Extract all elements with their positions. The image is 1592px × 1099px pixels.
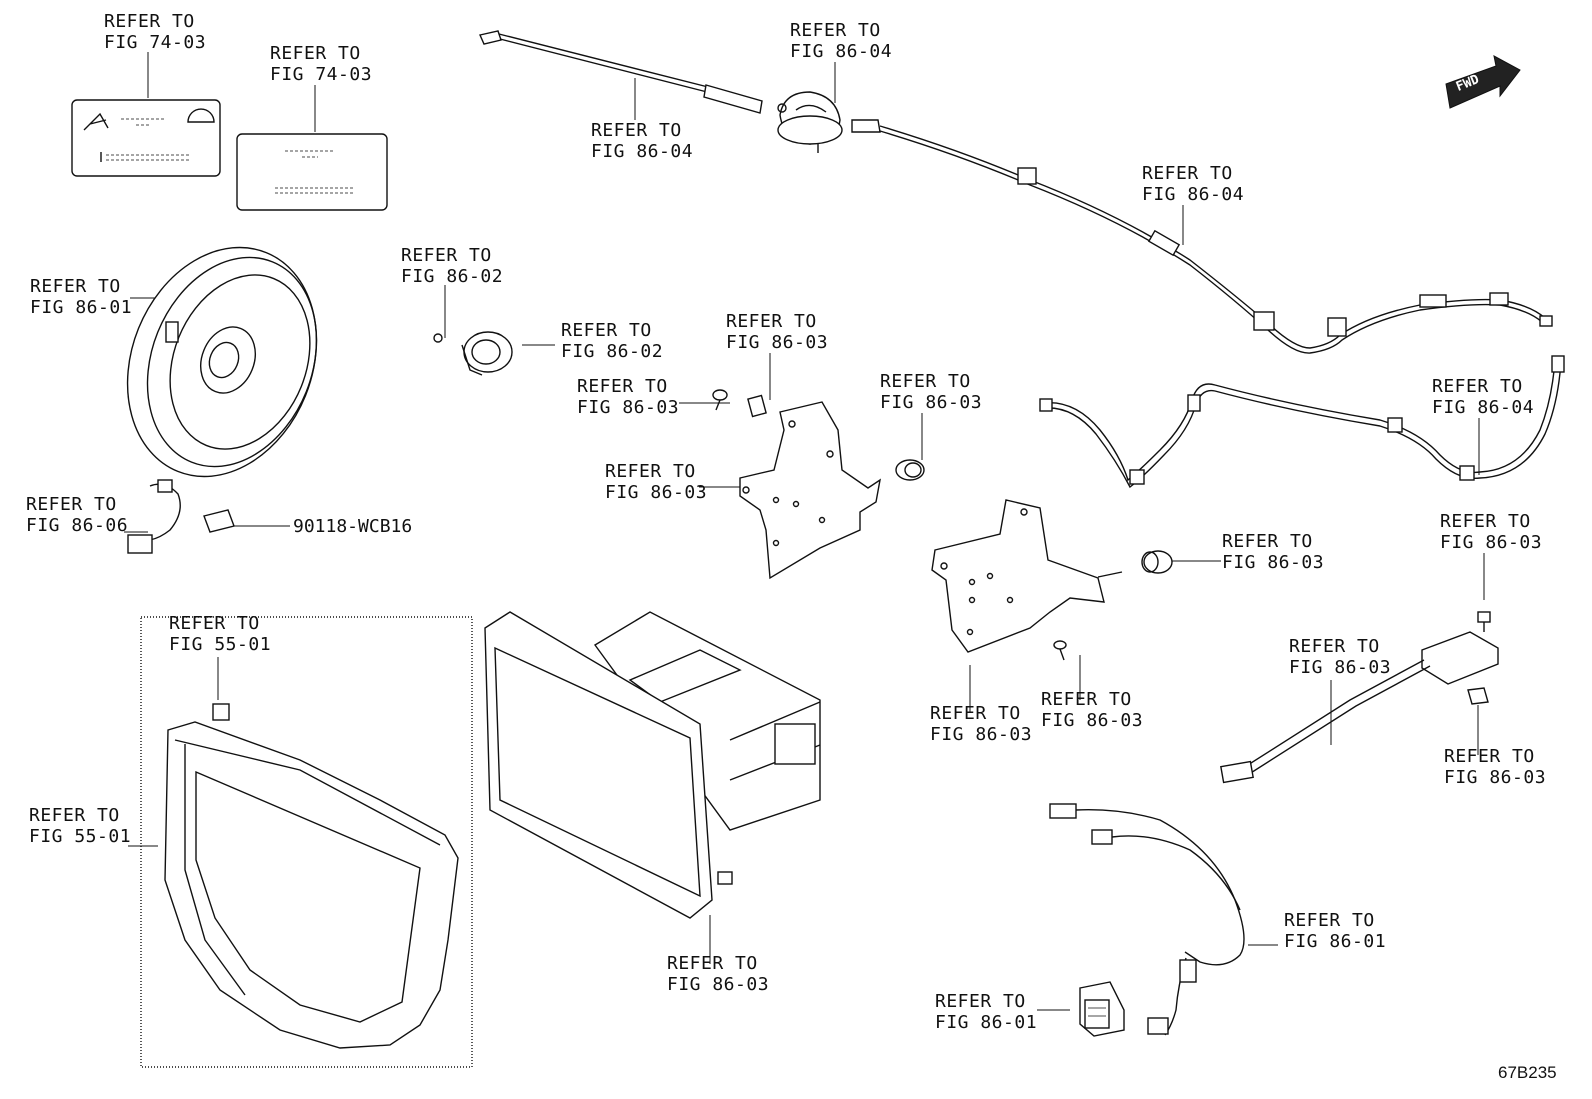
fwd-arrow-icon [1445,55,1521,109]
bracket-left [739,401,881,580]
part-number-label: 90118-WCB16 [293,516,413,537]
warning-label-card [71,99,221,177]
bushing [1141,550,1173,574]
antenna-cable-lower [1039,355,1565,489]
control-module [1220,611,1499,784]
front-panel [164,703,459,1049]
display-unit [484,611,821,919]
panel-kit-box [140,616,473,1068]
connector-wire [127,479,181,554]
antenna-base [777,91,843,153]
clip-part-90118 [203,509,235,533]
grommet [895,459,925,481]
usb-harness [1049,803,1245,1036]
small-screw [1053,640,1067,661]
speaker [126,246,318,478]
screw [712,389,728,411]
bracket-right [931,499,1123,653]
antenna-cable [851,119,1553,354]
tweeter [433,331,513,376]
info-label-card [236,133,388,211]
figure-code: 67B235 [1498,1063,1557,1082]
antenna-rod [479,30,763,114]
usb-port [1079,981,1125,1037]
nut-clip [747,394,767,418]
